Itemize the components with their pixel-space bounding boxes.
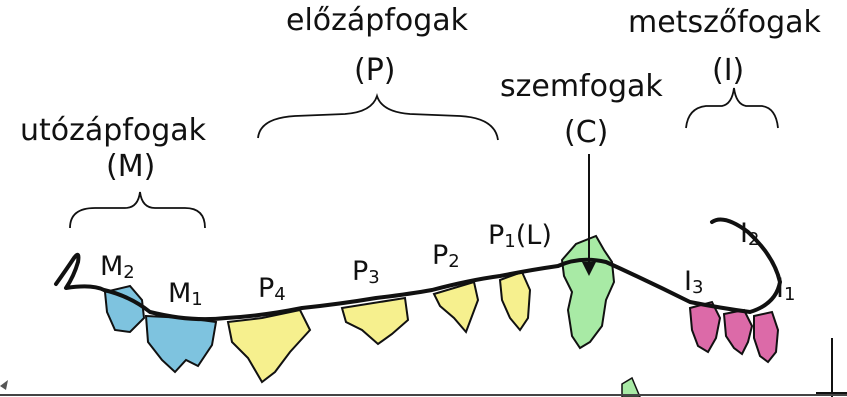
corner-axis-mark: [816, 338, 847, 397]
tooth-label-m2: M2: [100, 253, 135, 282]
tooth-label-i3: I3: [684, 268, 703, 297]
tooth-p1: [500, 272, 530, 330]
canine-group-name: szemfogak: [500, 72, 663, 102]
tooth-p4: [228, 310, 310, 382]
tooth-label-i2: I2: [740, 220, 759, 249]
tooth-label-p1: P1(L): [488, 222, 552, 251]
tooth-label-m1: M1: [168, 280, 203, 309]
premolar-group-abbr: (P): [354, 56, 396, 86]
tooth-i1: [754, 312, 778, 362]
tooth-label-i1: I1: [776, 275, 795, 304]
incisor-group-name: metszőfogak: [628, 8, 821, 38]
tooth-i3: [690, 302, 720, 352]
tooth-label-p4: P4: [258, 275, 286, 304]
incisor-group-abbr: (I): [712, 56, 744, 86]
premolar-bracket: [258, 96, 498, 140]
molar-group-name: utózápfogak: [20, 116, 206, 146]
premolar-group-name: előzápfogak: [286, 6, 468, 36]
tooth-p3: [342, 298, 408, 344]
jaw-line: [56, 220, 780, 320]
left-edge-mark: [0, 380, 8, 390]
tooth-label-p2: P2: [432, 242, 460, 271]
incisor-bracket: [686, 88, 778, 128]
molar-group-abbr: (M): [106, 152, 155, 182]
molar-bracket: [70, 192, 205, 228]
tooth-m1: [146, 316, 216, 372]
tooth-label-p3: P3: [352, 258, 380, 287]
tooth-i2: [724, 310, 752, 354]
canine-group-abbr: (C): [564, 118, 608, 148]
